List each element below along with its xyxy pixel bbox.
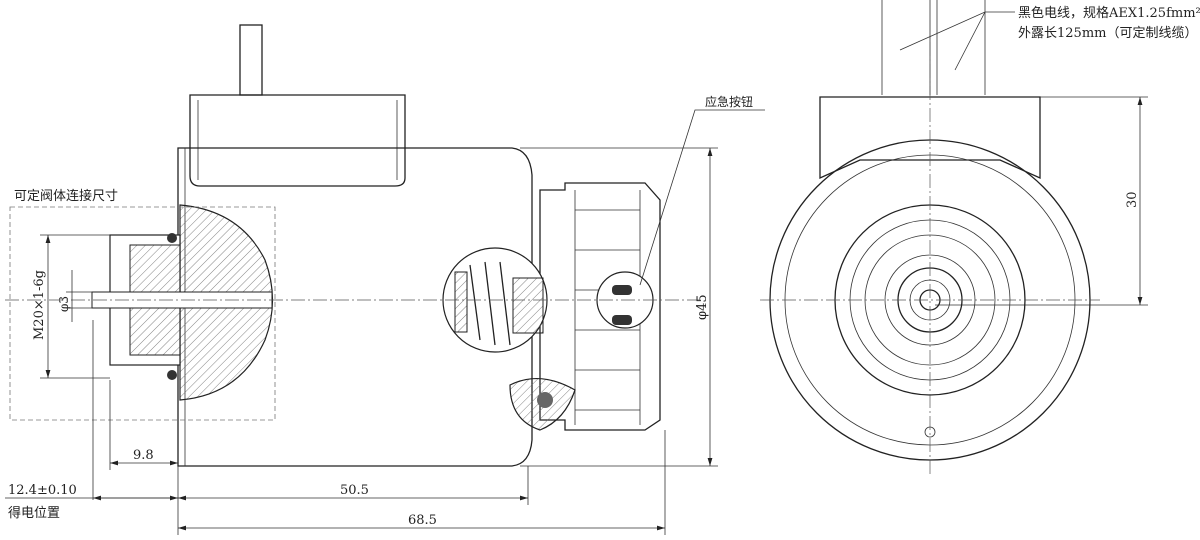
energized-position-label: 得电位置 xyxy=(8,505,60,521)
front-view xyxy=(760,0,1100,475)
valve-connection-box xyxy=(9,206,276,421)
dim-9-8: 9.8 xyxy=(133,448,154,463)
dim-68-5: 68.5 xyxy=(408,513,437,528)
dim-12-4: 12.4±0.10 xyxy=(8,483,77,498)
o-ring-icon xyxy=(167,233,177,243)
front-junction-box xyxy=(819,96,1041,180)
coil-body xyxy=(177,147,533,467)
dim-diameter-45: φ45 xyxy=(695,294,710,320)
bore-dimension: φ3 xyxy=(57,296,71,312)
emergency-button-label: 应急按钮 xyxy=(705,94,753,109)
valve-connection-label: 可定阀体连接尺寸 xyxy=(14,188,118,204)
side-view xyxy=(5,24,700,467)
dim-50-5: 50.5 xyxy=(340,483,369,498)
dim-30: 30 xyxy=(1125,191,1140,208)
junction-box xyxy=(189,94,406,187)
dimensions: M20×1-6g φ3 9.8 12.4±0.10 得电位置 50.5 68.5… xyxy=(5,96,1148,535)
lead-wire xyxy=(239,24,263,96)
wire-spec-line1: 黑色电线，规格AEX1.25fmm² xyxy=(1018,5,1200,21)
wire-spec-line2: 外露长125mm（可定制线缆） xyxy=(1018,25,1197,41)
thread-dimension: M20×1-6g xyxy=(32,270,47,340)
